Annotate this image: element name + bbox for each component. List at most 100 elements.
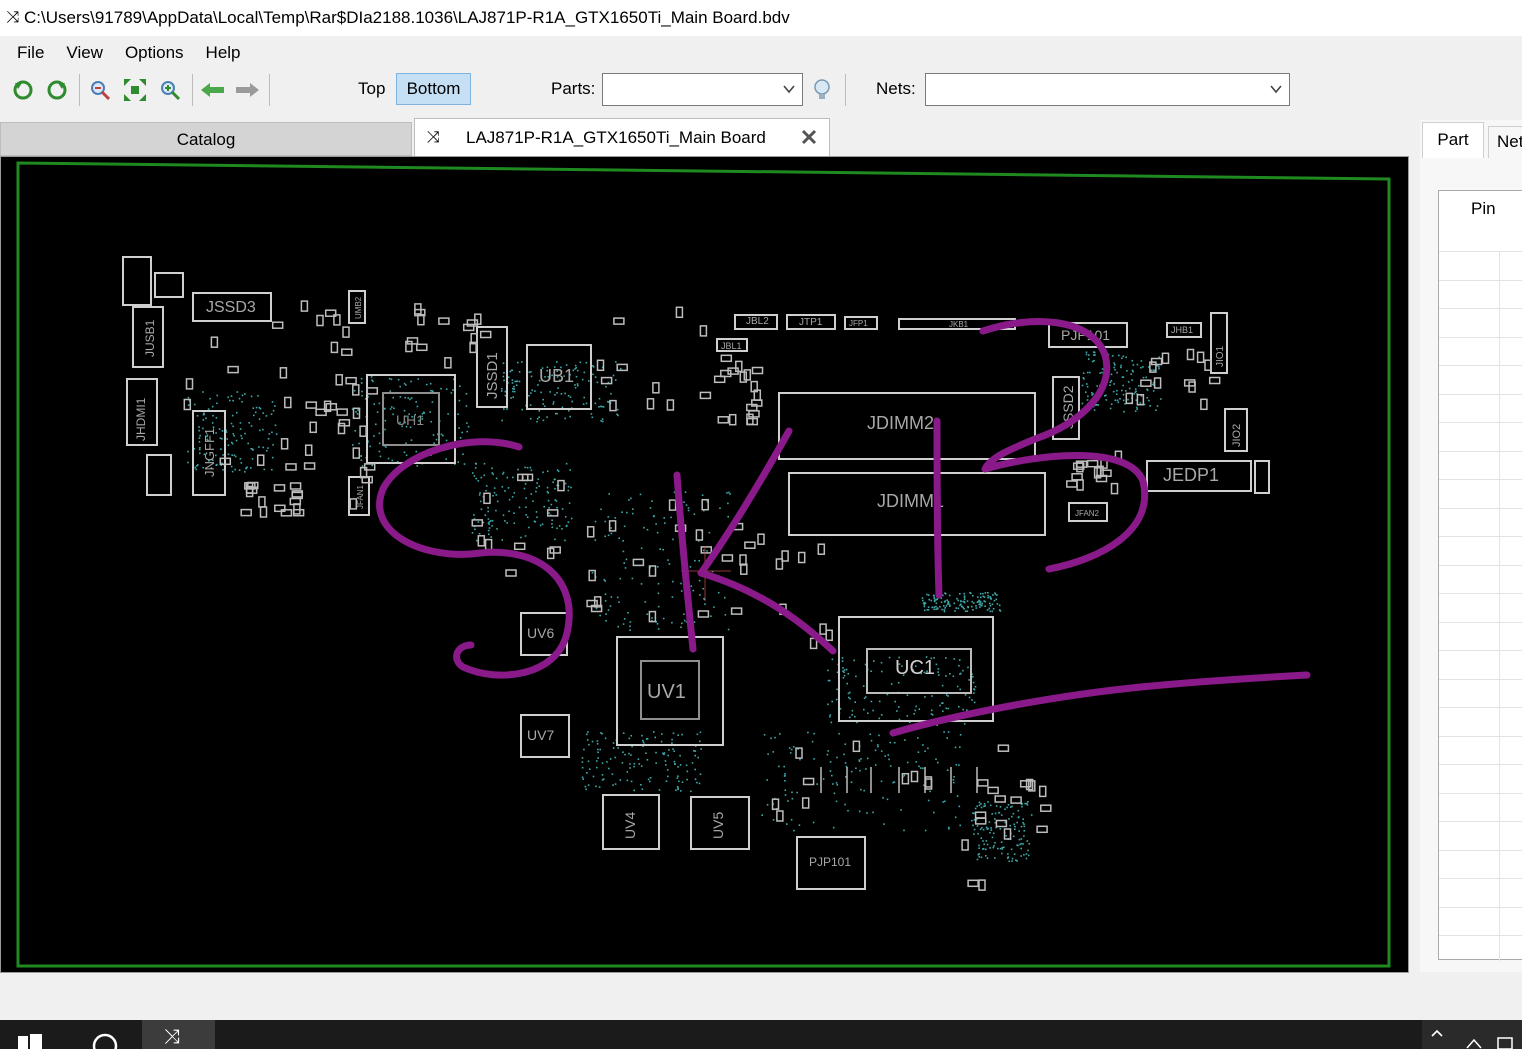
toolbar-separator (845, 74, 846, 106)
component-j1[interactable] (122, 256, 152, 306)
menu-bar: File View Options Help (0, 36, 1522, 70)
table-row-divider (1439, 479, 1522, 480)
component-uc1[interactable] (838, 616, 994, 722)
zoom-in-icon (161, 81, 181, 101)
forward-button[interactable] (235, 78, 259, 102)
tab-board-file[interactable]: ⤨ LAJ871P-R1A_GTX1650Ti_Main Board (414, 118, 830, 156)
table-row-divider (1439, 536, 1522, 537)
battery-icon[interactable] (1496, 1034, 1516, 1049)
label-uh1: UH1 (396, 412, 424, 428)
top-side-button[interactable]: Top (358, 79, 386, 98)
status-bar (0, 973, 1522, 1020)
board-viewport[interactable]: JSSD3 UB1 JDIMM2 JDIMM1 JEDP1 PJP101 UV6… (0, 156, 1409, 973)
menu-help[interactable]: Help (205, 43, 241, 62)
component-uv4[interactable] (602, 794, 660, 850)
boardviewer-app-icon: ⤨ (164, 1026, 180, 1048)
lightbulb-icon (814, 79, 830, 99)
component-jfan2[interactable] (1068, 502, 1108, 522)
label-jkb1: JKB1 (949, 320, 969, 329)
component-jssd1[interactable] (476, 326, 508, 408)
component-jhb1[interactable] (1166, 322, 1202, 338)
close-tab-icon[interactable] (800, 128, 818, 146)
component-uv1[interactable] (616, 636, 724, 746)
component-jbl2[interactable] (734, 314, 778, 330)
component-jdimm2[interactable] (778, 392, 1036, 460)
tab-board-label: LAJ871P-R1A_GTX1650Ti_Main Board (466, 128, 766, 147)
table-row-divider (1439, 935, 1522, 936)
find-part-button[interactable] (810, 78, 834, 102)
table-row-divider (1439, 450, 1522, 452)
handwritten-annotation (376, 318, 1311, 737)
table-row-divider (1439, 336, 1522, 338)
menu-view[interactable]: View (66, 43, 103, 62)
component-umb2[interactable] (348, 290, 366, 324)
tab-catalog[interactable]: Catalog (0, 122, 412, 156)
label-jio2: JIO2 (1231, 424, 1243, 447)
bottom-side-button[interactable]: Bottom (396, 73, 471, 105)
board-outline (16, 161, 1391, 968)
component-jdimm1[interactable] (788, 472, 1046, 536)
component-jhdmi1[interactable] (126, 378, 158, 446)
table-row-divider (1439, 621, 1522, 623)
taskbar: ⤨ (0, 1020, 1522, 1049)
label-jio1: JIO1 (1215, 345, 1226, 367)
label-uv1: UV1 (647, 681, 686, 703)
component-jssd3[interactable] (192, 292, 272, 322)
component-j4[interactable] (1254, 460, 1270, 494)
table-row-divider (1439, 821, 1522, 822)
component-pjp101[interactable] (796, 836, 866, 890)
component-jbl1[interactable] (716, 338, 748, 352)
label-jhdmi1: JHDMI1 (134, 397, 148, 441)
back-button[interactable] (201, 78, 225, 102)
component-jngff1[interactable] (192, 410, 226, 496)
table-row-divider (1439, 707, 1522, 708)
board-file-icon: ⤨ (427, 129, 440, 146)
component-j2[interactable] (154, 272, 184, 298)
component-jio1[interactable] (1210, 312, 1228, 374)
table-row-divider (1439, 849, 1522, 851)
pin-column-header[interactable]: Pin (1471, 199, 1496, 218)
board-canvas[interactable]: JSSD3 UB1 JDIMM2 JDIMM1 JEDP1 PJP101 UV6… (1, 157, 1408, 972)
fit-board-button[interactable] (123, 78, 147, 102)
label-jfan1: JFAN1 (356, 484, 365, 509)
component-j3[interactable] (146, 454, 172, 496)
component-uv5[interactable] (690, 796, 750, 850)
windows-start-icon[interactable] (18, 1034, 42, 1049)
component-pjp101-top[interactable] (1048, 322, 1128, 348)
table-row-divider (1439, 792, 1522, 794)
parts-label: Parts: (551, 79, 596, 98)
component-uv7[interactable] (520, 714, 570, 758)
nets-combobox[interactable] (925, 73, 1290, 106)
tab-net[interactable]: Net (1488, 126, 1522, 158)
zoom-out-icon (91, 81, 111, 101)
chevron-up-icon[interactable] (1430, 1028, 1444, 1038)
pin-table[interactable]: Pin (1438, 190, 1522, 961)
component-jusb1[interactable] (132, 306, 164, 368)
component-jtp1[interactable] (786, 314, 836, 330)
zoom-in-button[interactable] (158, 78, 182, 102)
component-jfp1[interactable] (844, 316, 878, 330)
component-jio2[interactable] (1224, 408, 1248, 452)
component-jfan1[interactable] (348, 476, 370, 516)
component-jssd2[interactable] (1052, 376, 1080, 440)
component-ub1[interactable] (526, 344, 592, 410)
label-jusb1: JUSB1 (143, 319, 157, 357)
tab-part[interactable]: Part (1422, 122, 1484, 158)
title-bar: ⤨ C:\Users\91789\AppData\Local\Temp\Rar$… (0, 0, 1522, 36)
menu-options[interactable]: Options (124, 43, 184, 62)
zoom-out-button[interactable] (88, 78, 112, 102)
taskbar-app-boardviewer[interactable]: ⤨ (142, 1020, 215, 1049)
label-uv6: UV6 (527, 625, 554, 641)
search-icon[interactable] (90, 1032, 120, 1049)
parts-combobox[interactable] (602, 73, 803, 106)
app-logo-icon: ⤨ (6, 9, 20, 26)
component-jedp1[interactable] (1146, 460, 1252, 492)
network-icon[interactable] (1466, 1036, 1482, 1049)
label-jbl1: JBL1 (721, 341, 742, 351)
rotate-right-button[interactable] (45, 78, 69, 102)
table-row-divider (1439, 251, 1522, 252)
table-row-divider (1439, 365, 1522, 366)
rotate-left-button[interactable] (11, 78, 35, 102)
label-jngff1: JNGFF1 (202, 428, 217, 477)
menu-file[interactable]: File (17, 43, 45, 62)
